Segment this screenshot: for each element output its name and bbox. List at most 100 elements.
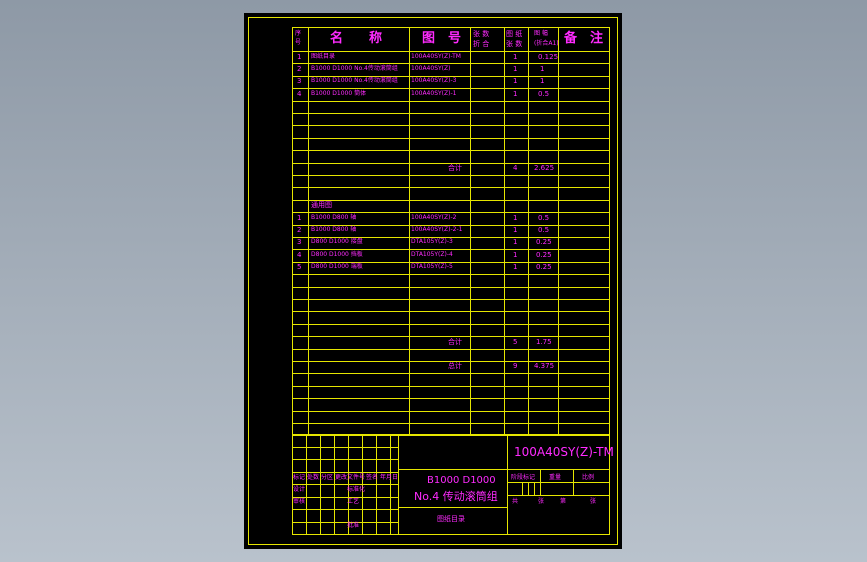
row-name: B1000 D800 轴	[311, 226, 357, 233]
grid-line	[292, 534, 610, 535]
row-size: 0.25	[536, 251, 552, 259]
header-drawing-no: 图 号	[422, 31, 462, 46]
row-size: 0.5	[538, 214, 550, 222]
row-name: B1000 D1000 No.4传动滚筒组	[311, 77, 398, 84]
rev-label-count: 处数	[307, 474, 320, 481]
grid-line	[292, 249, 610, 250]
row-name: 图纸目录	[311, 53, 336, 60]
grid-line	[292, 113, 610, 114]
row-code: DTA105Y(Z)-4	[411, 251, 453, 258]
grand-total-label: 总计	[448, 362, 462, 370]
sign-label-standard: 标准化	[347, 486, 366, 493]
grid-line	[292, 27, 610, 28]
grid-line	[292, 386, 610, 387]
row-name: B1000 D1000 No.4传动滚筒组	[311, 65, 398, 72]
grid-line	[292, 324, 610, 325]
grid-line	[292, 225, 610, 226]
grid-line	[292, 200, 610, 201]
grid-line	[292, 212, 610, 213]
grid-line	[308, 27, 309, 434]
grand-total-sheets: 9	[513, 362, 518, 370]
stage-mark-label: 阶段标记	[511, 474, 536, 481]
grid-line	[292, 311, 610, 312]
grid-line	[292, 484, 398, 485]
drawing-code: 100A40SY(Z)-TM	[514, 445, 614, 459]
grid-line	[292, 175, 610, 176]
header-remarks: 备 注	[564, 31, 604, 46]
grid-line	[292, 447, 398, 448]
row-name: D800 D1000 端板	[311, 263, 363, 270]
row-name: B1000 D1000 筒体	[311, 90, 367, 97]
grid-line	[522, 482, 523, 495]
group2-title: 通用图	[311, 201, 332, 209]
row-code: 100A40SY(Z)-2	[411, 214, 457, 221]
group2-total-size: 1.75	[536, 338, 552, 346]
scale-label: 比例	[582, 474, 595, 481]
row-no: 1	[297, 214, 302, 222]
row-sheets: 1	[513, 226, 518, 234]
grid-line	[292, 459, 398, 460]
grid-line	[292, 435, 610, 436]
grid-line	[398, 469, 507, 470]
grid-line	[292, 63, 610, 64]
row-name: D800 D1000 接盘	[311, 238, 363, 245]
grid-line	[292, 138, 610, 139]
header-size: 图 幅 (折合A1)	[534, 30, 559, 47]
rev-label-signature: 签名	[366, 474, 379, 481]
row-no: 4	[297, 251, 302, 259]
weight-label: 重量	[549, 474, 562, 481]
grid-line	[292, 522, 398, 523]
row-name: D800 D1000 挡板	[311, 251, 363, 258]
row-no: 4	[297, 90, 302, 98]
grid-line	[507, 482, 610, 483]
sign-label-design: 设计	[293, 486, 306, 493]
row-size: 1	[540, 77, 545, 85]
row-size: 0.25	[536, 263, 552, 271]
rev-label-date: 年月日	[380, 474, 399, 481]
group2-total-sheets: 5	[513, 338, 518, 346]
grid-line	[528, 482, 529, 495]
row-no: 3	[297, 238, 302, 246]
grid-line	[609, 27, 610, 535]
grid-line	[573, 469, 574, 495]
grid-line	[292, 361, 610, 362]
product-name-line-1: B1000 D1000	[427, 475, 496, 486]
grid-line	[292, 125, 610, 126]
grid-line	[292, 373, 610, 374]
row-sheets: 1	[513, 263, 518, 271]
row-sheets: 1	[513, 65, 518, 73]
sheet-total-label: 共	[512, 498, 519, 505]
grid-line	[292, 150, 610, 151]
grid-line	[507, 495, 610, 496]
sheet-total-suffix: 张	[538, 498, 545, 505]
row-size: 0.5	[538, 226, 550, 234]
rev-label-zone: 分区	[321, 474, 334, 481]
header-name: 名 称	[330, 31, 383, 46]
document-type: 图纸目录	[437, 515, 465, 523]
grid-line	[540, 469, 541, 495]
product-name-line-2: No.4 传动滚筒组	[414, 490, 498, 503]
row-size: 1	[540, 65, 545, 73]
row-code: 100A40SY(Z)-3	[411, 77, 457, 84]
row-no: 2	[297, 65, 302, 73]
grid-line	[528, 27, 529, 434]
grid-line	[292, 287, 610, 288]
row-no: 5	[297, 263, 302, 271]
row-sheets: 1	[513, 214, 518, 222]
grid-line	[292, 411, 610, 412]
grid-line	[292, 76, 610, 77]
grid-line	[292, 349, 610, 350]
grid-line	[292, 299, 610, 300]
grid-line	[292, 101, 610, 102]
row-code: 100A40SY(Z)-2-1	[411, 226, 463, 233]
group1-total-size: 2.625	[534, 164, 555, 172]
header-sheet-count: 张 数 折 合	[473, 30, 490, 48]
sign-label-process: 工艺	[347, 498, 360, 505]
grid-line	[470, 27, 471, 434]
grid-line	[292, 51, 610, 52]
grid-line	[292, 509, 398, 510]
row-sheets: 1	[513, 53, 518, 61]
grid-line	[409, 27, 410, 434]
grid-line	[292, 472, 398, 473]
grid-line	[292, 237, 610, 238]
